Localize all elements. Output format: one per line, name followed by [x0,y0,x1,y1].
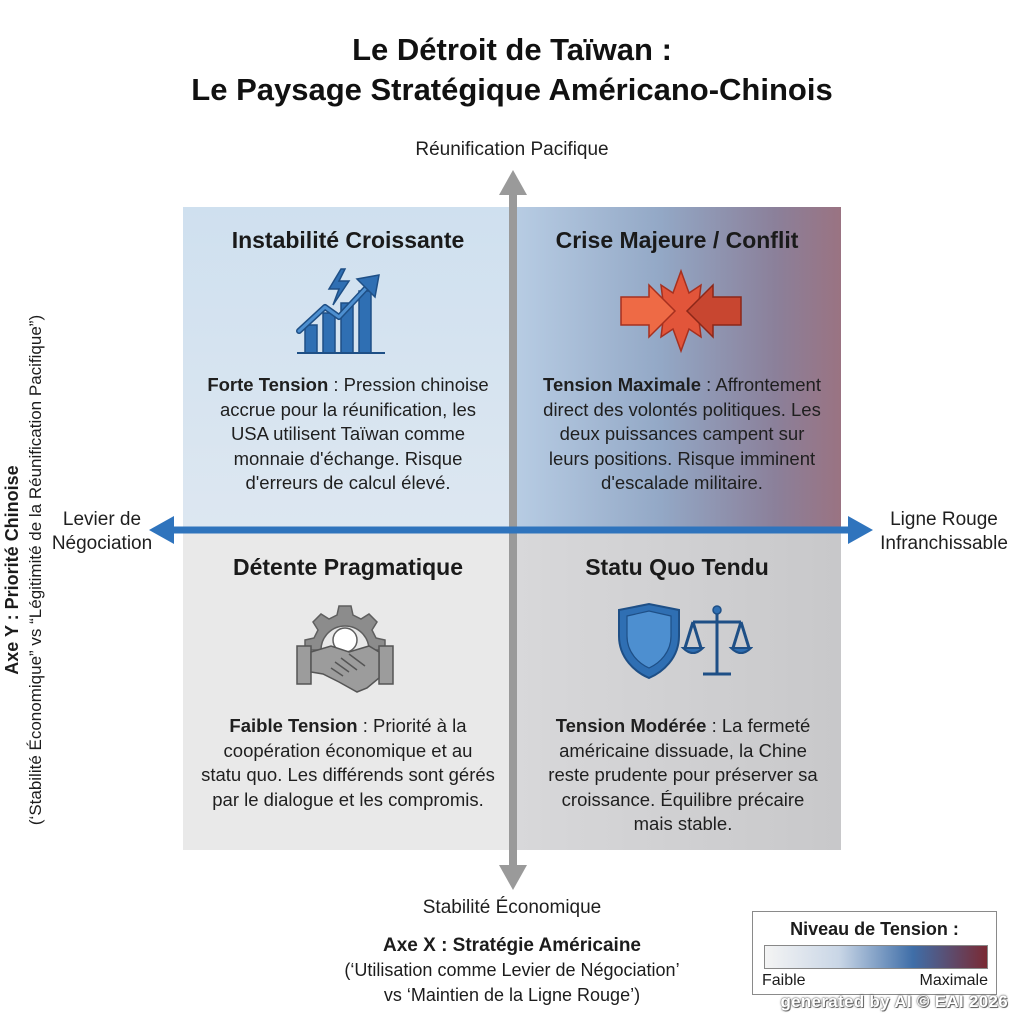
axis-left-label-line: Levier de [62,509,142,530]
description-line: d'escalade militaire. [601,472,763,493]
description-line: direct des volontés politiques. Les [543,398,821,420]
x-axis-subtitle-line: (‘Utilisation comme Levier de Négociatio… [344,960,680,980]
x-axis-title-block: Axe X : Stratégie Américaine (‘Utilisati… [262,934,762,1008]
tension-level-label: Tension Modérée [555,715,707,736]
quadrant-top-right-bg [513,207,841,530]
quadrant-bottom-right-bg [513,530,841,850]
x-axis-subtitle-line: vs ‘Maintien de la Ligne Rouge’) [383,985,641,1005]
quadrant-top-left: Instabilité Croissante Forte Tension : P… [183,207,513,530]
page-title-line2: Le Paysage Stratégique Américano-Chinois [191,72,833,107]
axis-top-label: Réunification Pacifique [415,139,609,160]
description-line: accrue pour la réunification, les [219,398,477,420]
description-line: mais stable. [633,813,733,834]
description-line: : Pression chinoise [328,374,489,395]
description-line: : Priorité à la [357,715,467,736]
legend-high-label: Maximale [919,972,988,989]
axis-right-label-line: Ligne Rouge [890,509,998,530]
quadrant-description: Tension Maximale : Affrontement direct d… [513,373,851,496]
quadrant-bottom-left-bg [183,530,513,850]
tension-level-label: Faible Tension [229,715,358,736]
quadrant-title: Instabilité Croissante [231,227,465,253]
axis-left-label-line: Négociation [51,533,153,554]
page-title-line1: Le Détroit de Taïwan : [352,32,672,67]
quadrant-top-left-bg [183,207,513,530]
description-line: statu quo. Les différends sont gérés [201,764,495,785]
description-line: : La fermeté [706,715,811,736]
horizontal-axis-arrow [149,516,873,544]
description-line: américaine dissuade, la Chine [559,739,807,761]
description-line: : Affrontement [701,374,821,395]
description-line: reste prudente pour préserver sa [548,764,818,785]
shield-scales-icon [618,602,753,680]
axis-bottom-label: Stabilité Économique [422,897,602,918]
quadrant-description: Faible Tension : Priorité à la coopérati… [183,714,513,812]
description-line: monnaie d'échange. Risque [233,447,463,469]
legend-gradient-bar [764,945,988,969]
rising-bar-chart-lightning-icon [296,268,385,354]
axis-left-label: Levier de Négociation [36,508,168,556]
y-axis-subtitle: (‘Stabilité Économique” vs “Légitimité d… [26,314,45,826]
description-line: USA utilisent Taïwan comme [230,423,466,444]
description-line: croissance. Équilibre précaire [561,788,805,810]
description-line: deux puissances campent sur [559,423,805,444]
quadrant-title: Détente Pragmatique [232,554,464,580]
colliding-arrows-icon [620,268,742,354]
handshake-gear-icon [296,605,394,693]
legend-title: Niveau de Tension : [790,919,959,939]
legend-low-label: Faible [762,972,806,989]
watermark: generated by AI © EAI 2026 [780,992,1008,1011]
quadrant-bottom-left: Détente Pragmatique Faible Tension : Pri… [183,530,513,850]
tension-level-label: Forte Tension [207,374,329,395]
quadrant-title: Statu Quo Tendu [585,554,769,580]
axis-right-label-line: Infranchissable [880,533,1008,554]
y-axis-title: Axe Y : Priorité Chinoise [2,465,22,675]
tension-level-label: Tension Maximale [543,374,701,395]
quadrant-top-right: Crise Majeure / Conflit Tension Maximale… [513,207,841,530]
quadrant-description: Forte Tension : Pression chinoise accrue… [183,373,513,496]
description-line: par le dialogue et les compromis. [212,788,484,810]
quadrant-title: Crise Majeure / Conflit [555,227,799,253]
description-line: coopération économique et au [223,739,473,761]
quadrant-bottom-right: Statu Quo Tendu Tension Modérée : La fer… [513,530,841,850]
description-line: leurs positions. Risque imminent [548,447,816,469]
tension-legend: Niveau de Tension : Faible Maximale [752,911,997,995]
description-line: d'erreurs de calcul élevé. [245,472,451,493]
y-axis-title-block: Axe Y : Priorité Chinoise (‘Stabilité Éc… [0,310,56,830]
quadrant-description: Tension Modérée : La fermeté américaine … [513,714,853,837]
axis-right-label: Ligne Rouge Infranchissable [866,508,1022,556]
x-axis-title: Axe X : Stratégie Américaine [382,935,641,956]
